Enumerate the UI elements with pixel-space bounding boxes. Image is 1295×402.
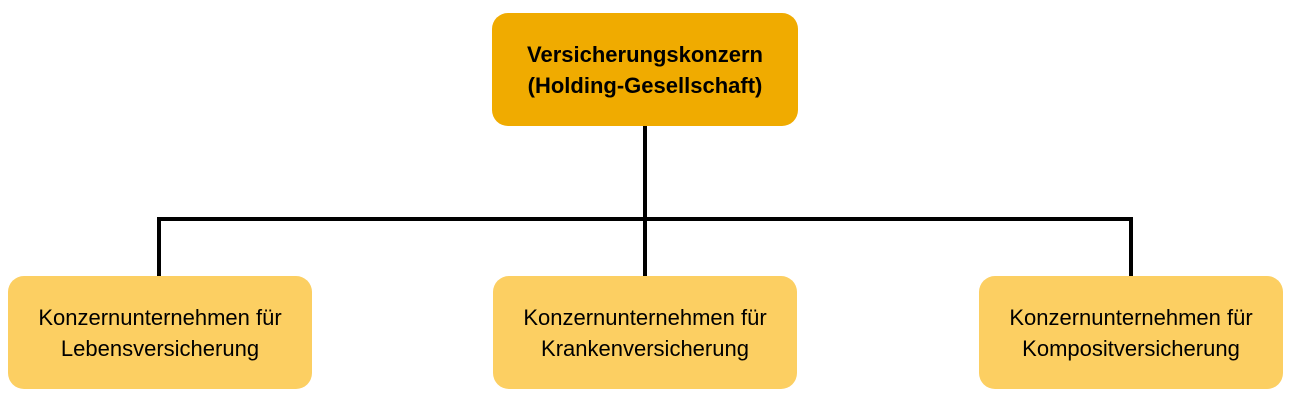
child-node-line1: Konzernunternehmen für xyxy=(523,304,767,330)
child-node-lebensversicherung: Konzernunternehmen für Lebensversicherun… xyxy=(8,276,312,389)
child-node-line1: Konzernunternehmen für xyxy=(38,304,282,330)
child-node-krankenversicherung: Konzernunternehmen für Krankenversicheru… xyxy=(493,276,797,389)
child-node-line1: Konzernunternehmen für xyxy=(1009,304,1253,330)
child-node-line2: Krankenversicherung xyxy=(541,335,749,361)
child-node-kompositversicherung: Konzernunternehmen für Kompositversicher… xyxy=(979,276,1283,389)
root-node-versicherungskonzern: Versicherungskonzern (Holding-Gesellscha… xyxy=(492,13,798,126)
child-node-line2: Lebensversicherung xyxy=(60,335,260,361)
child-node-line2: Kompositversicherung xyxy=(1022,335,1240,361)
root-node-title: Versicherungskonzern xyxy=(527,41,763,67)
root-node-subtitle: (Holding-Gesellschaft) xyxy=(527,72,763,98)
